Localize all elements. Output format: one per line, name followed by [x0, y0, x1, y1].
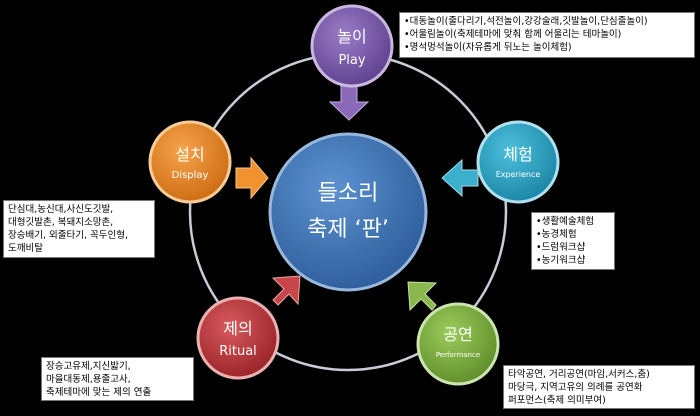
note-display: 단심대,농신대,사신도깃발, 대형깃발촌, 복돼지소망촌, 장승배기, 외줄타기… — [3, 200, 155, 258]
arrow-from-display — [235, 156, 269, 200]
note-display-line: 단심대,농신대,사신도깃발, — [8, 204, 114, 215]
note-performance-line: 타악공연, 거리공연(마임,서커스,춤) — [508, 369, 650, 380]
arrow-from-ritual — [271, 275, 301, 306]
note-performance: 타악공연, 거리공연(마임,서커스,춤) 마당극, 지역고유의 의례를 공연화 … — [503, 365, 695, 409]
node-ritual-subtitle: Ritual — [219, 344, 257, 359]
node-play — [310, 4, 394, 88]
node-play-subtitle: Play — [338, 53, 365, 68]
node-ritual — [196, 296, 280, 380]
note-display-line: 대형깃발촌, 복돼지소망촌, — [8, 217, 114, 228]
node-play-title: 놀이 — [337, 27, 366, 46]
center-title-line2: 축제 ‘판’ — [307, 217, 389, 242]
note-ritual-line: 마을대동제,용줄고사, — [46, 374, 131, 385]
note-ritual: 장승고유제,지신밟기, 마을대동제,용줄고사, 축제테마에 맞는 제의 연출 — [41, 357, 194, 401]
node-ritual-title: 제의 — [223, 319, 252, 338]
note-experience-line: •생활예술체험 — [536, 216, 595, 227]
node-performance-title: 공연 — [443, 325, 472, 344]
note-display-line: 장승배기, 외줄타기, 꼭두인형, — [8, 230, 128, 241]
arrow-from-experience — [441, 158, 479, 198]
node-experience-subtitle: Experience — [496, 170, 541, 179]
note-display-line: 도깨비탈 — [8, 243, 43, 254]
node-performance-subtitle: Performance — [436, 351, 480, 359]
node-display-subtitle: Display — [172, 170, 209, 181]
note-play-line: •어울림놀이(축제테마에 맞춰 함께 어울리는 테마놀이) — [404, 29, 622, 40]
note-play: •대동놀이(줄다리기,석전놀이,강강술래,깃발놀이,단심줄놀이) •어울림놀이(… — [399, 12, 695, 58]
note-experience-line: •농기워크샵 — [536, 255, 586, 266]
center-circle — [268, 132, 428, 292]
arrow-from-performance — [407, 281, 438, 312]
note-experience: •생활예술체험 •농경체험 •드럼워크샵 •농기워크샵 — [531, 212, 615, 270]
node-experience — [476, 120, 560, 204]
note-play-line: •명석멍석놀이(자유롭게 뒤노는 놀이체험) — [404, 42, 572, 53]
note-ritual-line: 장승고유제,지신밟기, — [46, 361, 131, 372]
node-display-title: 설치 — [175, 145, 204, 164]
note-performance-line: 마당극, 지역고유의 의례를 공연화 — [508, 382, 643, 393]
note-play-line: •대동놀이(줄다리기,석전놀이,강강술래,깃발놀이,단심줄놀이) — [404, 16, 648, 27]
arrow-from-play — [328, 85, 370, 121]
note-experience-line: •드럼워크샵 — [536, 242, 586, 253]
note-ritual-line: 축제테마에 맞는 제의 연출 — [46, 387, 152, 398]
node-display — [148, 120, 232, 204]
note-experience-line: •농경체험 — [536, 229, 577, 240]
node-experience-title: 체험 — [503, 145, 532, 164]
center-title-line1: 들소리 — [318, 181, 379, 206]
node-performance — [416, 302, 500, 386]
note-performance-line: 퍼포먼스(축제 의미부여) — [508, 395, 606, 406]
